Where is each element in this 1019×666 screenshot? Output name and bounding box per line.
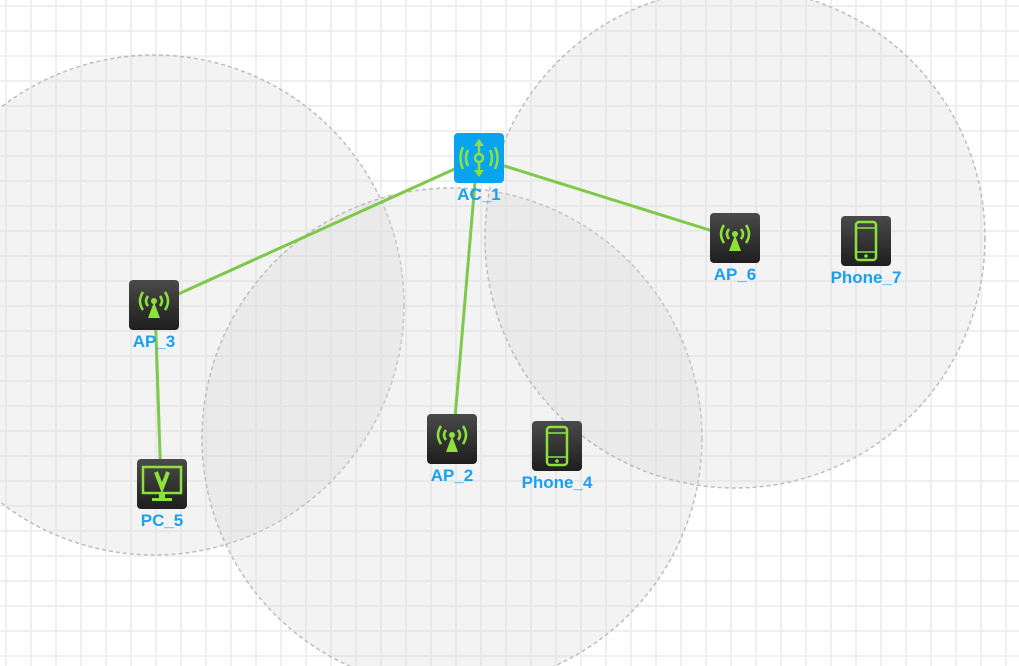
link-ac1-ap2[interactable] [452, 169, 478, 431]
link-ac1-ap6[interactable] [478, 156, 736, 240]
link-ac1-ap3[interactable] [153, 156, 480, 307]
node-label: AC_1 [457, 185, 501, 204]
node-ap-6[interactable]: AP_6 [710, 213, 760, 284]
node-pc-5[interactable]: PC_5 [137, 459, 187, 530]
node-label: AP_3 [132, 332, 176, 351]
link-ap3-pc5[interactable] [153, 304, 163, 485]
phone-icon [841, 216, 891, 266]
node-ac-1[interactable]: AC_1 [454, 133, 504, 204]
coverage-ap-3 [0, 54, 405, 556]
pc-icon [137, 459, 187, 509]
node-label: PC_5 [140, 511, 184, 530]
access-controller-icon [454, 133, 504, 183]
node-phone-7[interactable]: Phone_7 [831, 216, 901, 287]
phone-icon [532, 421, 582, 471]
node-label: Phone_4 [521, 473, 593, 492]
node-ap-2[interactable]: AP_2 [427, 414, 477, 485]
access-point-icon [129, 280, 179, 330]
node-label: AP_2 [430, 466, 474, 485]
access-point-icon [710, 213, 760, 263]
node-label: AP_6 [713, 265, 757, 284]
node-phone-4[interactable]: Phone_4 [522, 421, 592, 492]
node-ap-3[interactable]: AP_3 [129, 280, 179, 351]
access-point-icon [427, 414, 477, 464]
node-label: Phone_7 [830, 268, 902, 287]
